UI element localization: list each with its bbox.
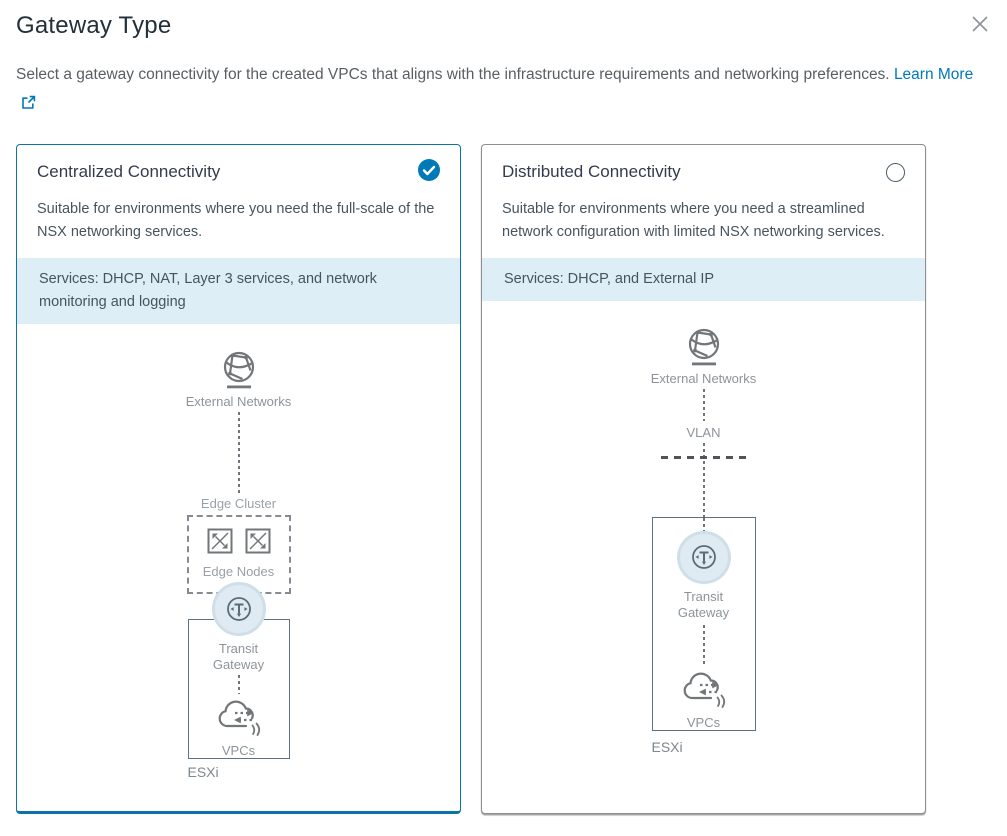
dotted-connector [702, 624, 705, 666]
external-networks-label: External Networks [650, 371, 757, 386]
vpcs-label: VPCs [686, 715, 721, 730]
card-description: Suitable for environments where you need… [37, 201, 435, 240]
transit-gateway-label: Transit Gateway [212, 641, 265, 672]
external-networks-icon [684, 325, 724, 374]
vpcs-label: VPCs [221, 743, 256, 758]
vlan-segment-line [660, 456, 747, 459]
card-distributed-connectivity[interactable]: Distributed Connectivity Suitable for en… [481, 144, 926, 814]
esxi-label: ESXi [651, 739, 683, 755]
dotted-connector [702, 389, 705, 421]
external-networks-icon [219, 348, 259, 397]
selected-check-icon[interactable] [418, 158, 440, 186]
services-banner: Services: DHCP, NAT, Layer 3 services, a… [17, 258, 460, 324]
services-banner: Services: DHCP, and External IP [482, 258, 925, 301]
vlan-label: VLAN [686, 425, 721, 440]
edge-cluster-label: Edge Cluster [200, 496, 277, 511]
close-icon [970, 16, 990, 37]
vpcs-cloud-icon [216, 696, 262, 743]
edge-nodes-label: Edge Nodes [202, 564, 275, 579]
distributed-diagram: External Networks VLAN Transit Gateway V [502, 301, 905, 813]
unselected-radio[interactable] [886, 162, 905, 182]
external-link-icon [21, 91, 36, 121]
esxi-host-box: Transit Gateway VPCs [187, 619, 290, 759]
card-description: Suitable for environments where you need… [502, 201, 885, 240]
centralized-diagram: External Networks Edge Cluster Edge Node… [37, 324, 440, 811]
vpcs-cloud-icon [681, 668, 727, 715]
edge-node-icon [207, 528, 233, 559]
edge-node-icon [245, 528, 271, 559]
esxi-host-box: Transit Gateway VPCs [651, 517, 756, 731]
edge-cluster-box: Edge Nodes [186, 515, 291, 594]
description-text: Select a gateway connectivity for the cr… [16, 66, 890, 83]
card-centralized-connectivity[interactable]: Centralized Connectivity Suitable for en… [16, 144, 461, 814]
close-button[interactable] [969, 14, 991, 36]
transit-gateway-icon [211, 582, 266, 636]
transit-gateway-icon [676, 531, 731, 584]
gateway-options: Centralized Connectivity Suitable for en… [16, 144, 991, 814]
dotted-connector [237, 675, 240, 694]
esxi-label: ESXi [187, 764, 219, 780]
page-title: Gateway Type [16, 12, 172, 39]
learn-more-link[interactable]: Learn More [893, 66, 974, 83]
card-title: Centralized Connectivity [37, 162, 221, 181]
dotted-connector [702, 443, 705, 517]
card-title: Distributed Connectivity [502, 162, 681, 181]
transit-gateway-label: Transit Gateway [677, 588, 730, 620]
dialog-description: Select a gateway connectivity for the cr… [16, 60, 988, 121]
dotted-connector [237, 412, 240, 496]
dotted-connector [702, 518, 705, 531]
external-networks-label: External Networks [185, 394, 292, 409]
